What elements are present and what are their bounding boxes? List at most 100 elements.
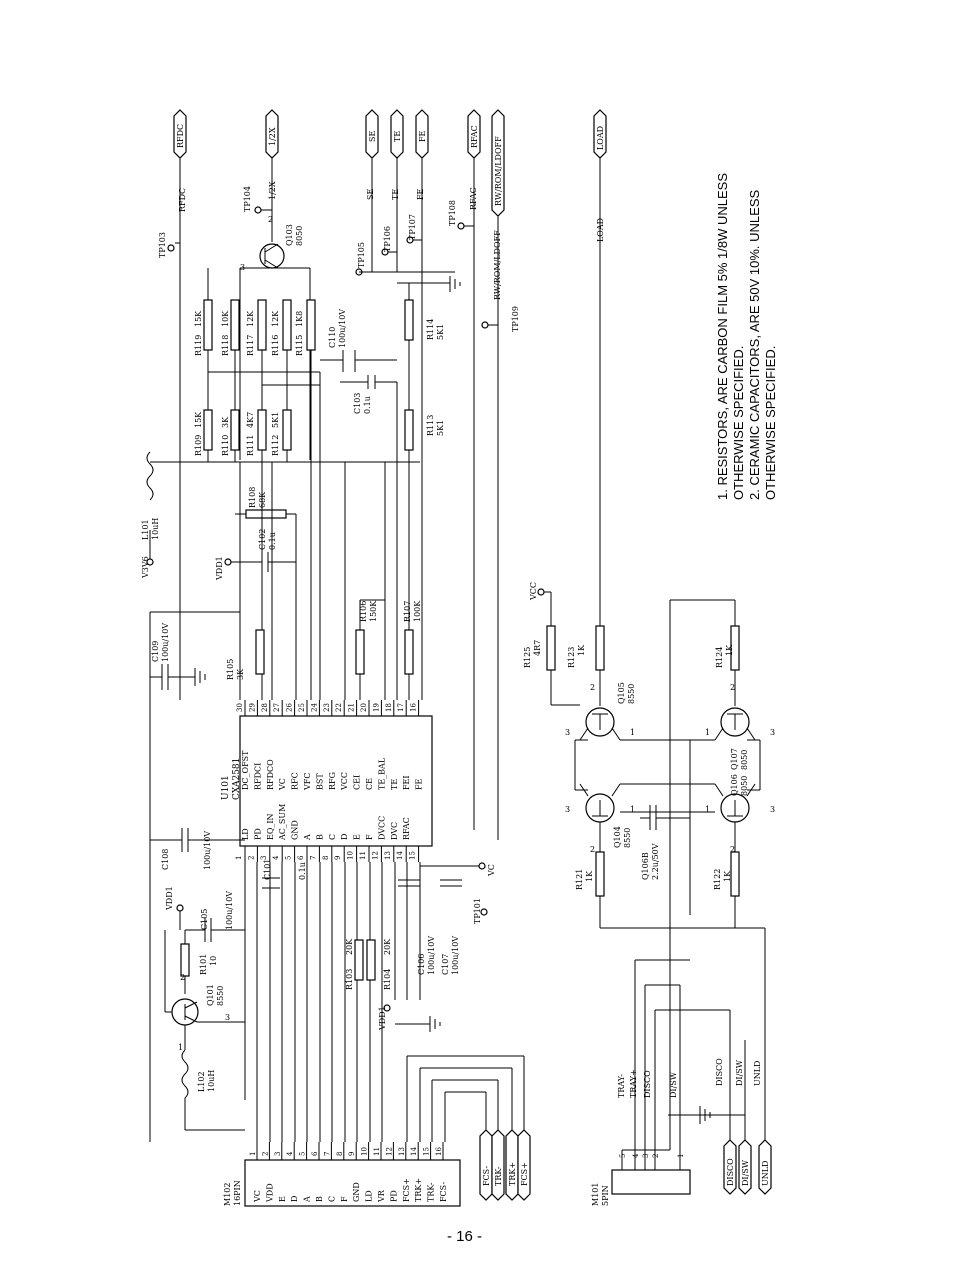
right-net-disco: DISCO [715,1058,724,1086]
r118-ref: R118 [221,335,230,356]
notes: 1. RESISTORS, ARE CARBON FILM 5% 1/8W UN… [715,173,778,500]
right-net-unld: UNLD [753,1061,762,1086]
q103-ref: Q103 [285,224,294,246]
port-load: LOAD [596,126,605,150]
port-disw: DI/SW [741,1159,750,1186]
r107-val: 100K [413,600,422,622]
ic-left-pin-number: 3 [260,856,268,860]
r117-ref: R117 [246,335,255,356]
r101-val: 10 [209,956,218,966]
c108-val: 100u/10V [203,831,212,870]
r116-val: 12K [271,310,280,327]
ic-left-pin-name: C [328,834,337,840]
r109-ref: R109 [194,435,203,456]
port-fcs-minus: FCS- [482,1166,491,1186]
tp104: TP104 [243,186,252,212]
ic-right-pin-name: FE [415,778,424,790]
m101-pin-number: 5 [619,1154,627,1158]
tp106: TP106 [383,226,392,252]
m102-pin-number: 5 [299,1152,307,1156]
c110-val: 100u/10V [338,309,347,348]
ic-right-pin-number: 20 [360,703,368,712]
ic-left-pin-number: 1 [235,856,243,860]
m101-net-tray-minus: TRAY- [617,1074,626,1098]
m102-pin-name: C [327,1196,336,1202]
q107-ref: Q107 [730,748,739,770]
note-line-2: OTHERWISE SPECIFIED. [731,346,746,500]
q105-pin-c: 3 [565,728,570,737]
r124-val: 1K [725,644,734,656]
ic-left-pin-name: E [353,834,362,840]
page-number: - 16 - [447,1228,483,1245]
q105-pin-b: 2 [590,683,595,692]
q101-pin-e: 1 [178,1043,183,1052]
r112-ref: R112 [271,435,280,456]
ic-left-pin-number: 5 [285,856,293,860]
m101-type: 5PIN [601,1185,610,1206]
note-line-3: 2. CERAMIC CAPACITORS, ARE 50V 10%. UNLE… [747,189,762,500]
right-net-disw: DI/SW [735,1059,744,1086]
ic-left-pin-number: 11 [359,851,367,860]
m102-pin-name: FCS+ [402,1178,411,1202]
c109-ref: C109 [151,641,160,662]
m102-pin-name: B [315,1196,324,1202]
m101-net-tray-plus: TRAY+ [629,1069,638,1098]
ic-right-pin-name: RFDCO [266,759,275,790]
port-fcs-plus: FCS+ [520,1162,529,1186]
r116-ref: R116 [271,335,280,356]
m102-pin-name: VR [377,1189,386,1203]
r113-val: 5K1 [436,420,445,436]
port-disco: DISCO [726,1158,735,1186]
m101-pin-number: 1 [677,1154,685,1158]
ic-left-wiring [150,828,525,1142]
ic-right-pin-number: 16 [410,703,418,712]
m102-pin-number: 12 [385,1147,393,1156]
m102-pin-number: 11 [373,1147,381,1156]
r114-val: 5K1 [436,324,445,340]
tp103: TP103 [158,232,167,258]
r122-val: 1K [723,870,732,882]
m101-ref: M101 [591,1183,600,1206]
ic-left-pin-name: AC_SUM [278,804,287,841]
r113-ref: R113 [426,415,435,436]
m102-type: 16PIN [233,1180,242,1206]
ic-right-pins: 30DC_OFST29RFDCI28RFDCO27VC26RFC25VFC24B… [236,700,424,791]
m102-pin-name: PD [389,1190,398,1202]
ic-right-pin-number: 30 [236,703,244,712]
r107-ref: R107 [403,601,412,622]
ic-left-pin-number: 8 [322,856,330,860]
q106b-ref: Q106B [641,852,650,880]
ic-right-pin-number: 21 [348,703,356,712]
l102-ref: L102 [197,1071,206,1092]
r119-ref: R119 [194,335,203,356]
r121-ref: R121 [575,869,584,890]
ic-left-pin-name: D [340,834,349,840]
m102-pins: 1VC2VDD3E4D5A6B7C8F9GND10LD11VR12PD13FCS… [249,1142,448,1203]
vc-label: VC [487,864,496,877]
q107-val: 8050 [740,750,749,770]
tp109: TP109 [511,306,520,332]
r101-ref: R101 [199,954,208,975]
ic-left-pin-name: RFAC [402,817,411,840]
m102-pin-name: LD [365,1190,374,1202]
ic-left-pin-number: 14 [396,851,404,860]
q104-val: 8550 [623,828,632,848]
q101-val: 8550 [216,986,225,1006]
m101-net-disw: DI/SW [669,1071,678,1098]
q106-val: 8050 [740,776,749,796]
m102-pin-name: FCS- [439,1182,448,1202]
c107-ref: C107 [441,954,450,975]
net-rw-label: RW/ROM/LDOFF [493,230,502,300]
port-te: TE [393,131,402,142]
ic-body [239,715,433,847]
r105-val: 3K [236,668,245,680]
ic-left-pin-number: 2 [247,856,255,860]
r122-ref: R122 [713,869,722,890]
ic-left-pin-number: 12 [371,851,379,860]
port-trk-plus: TRK+ [508,1162,517,1186]
q105-val: 8550 [627,684,636,704]
ic-left-pin-name: A [303,834,312,841]
